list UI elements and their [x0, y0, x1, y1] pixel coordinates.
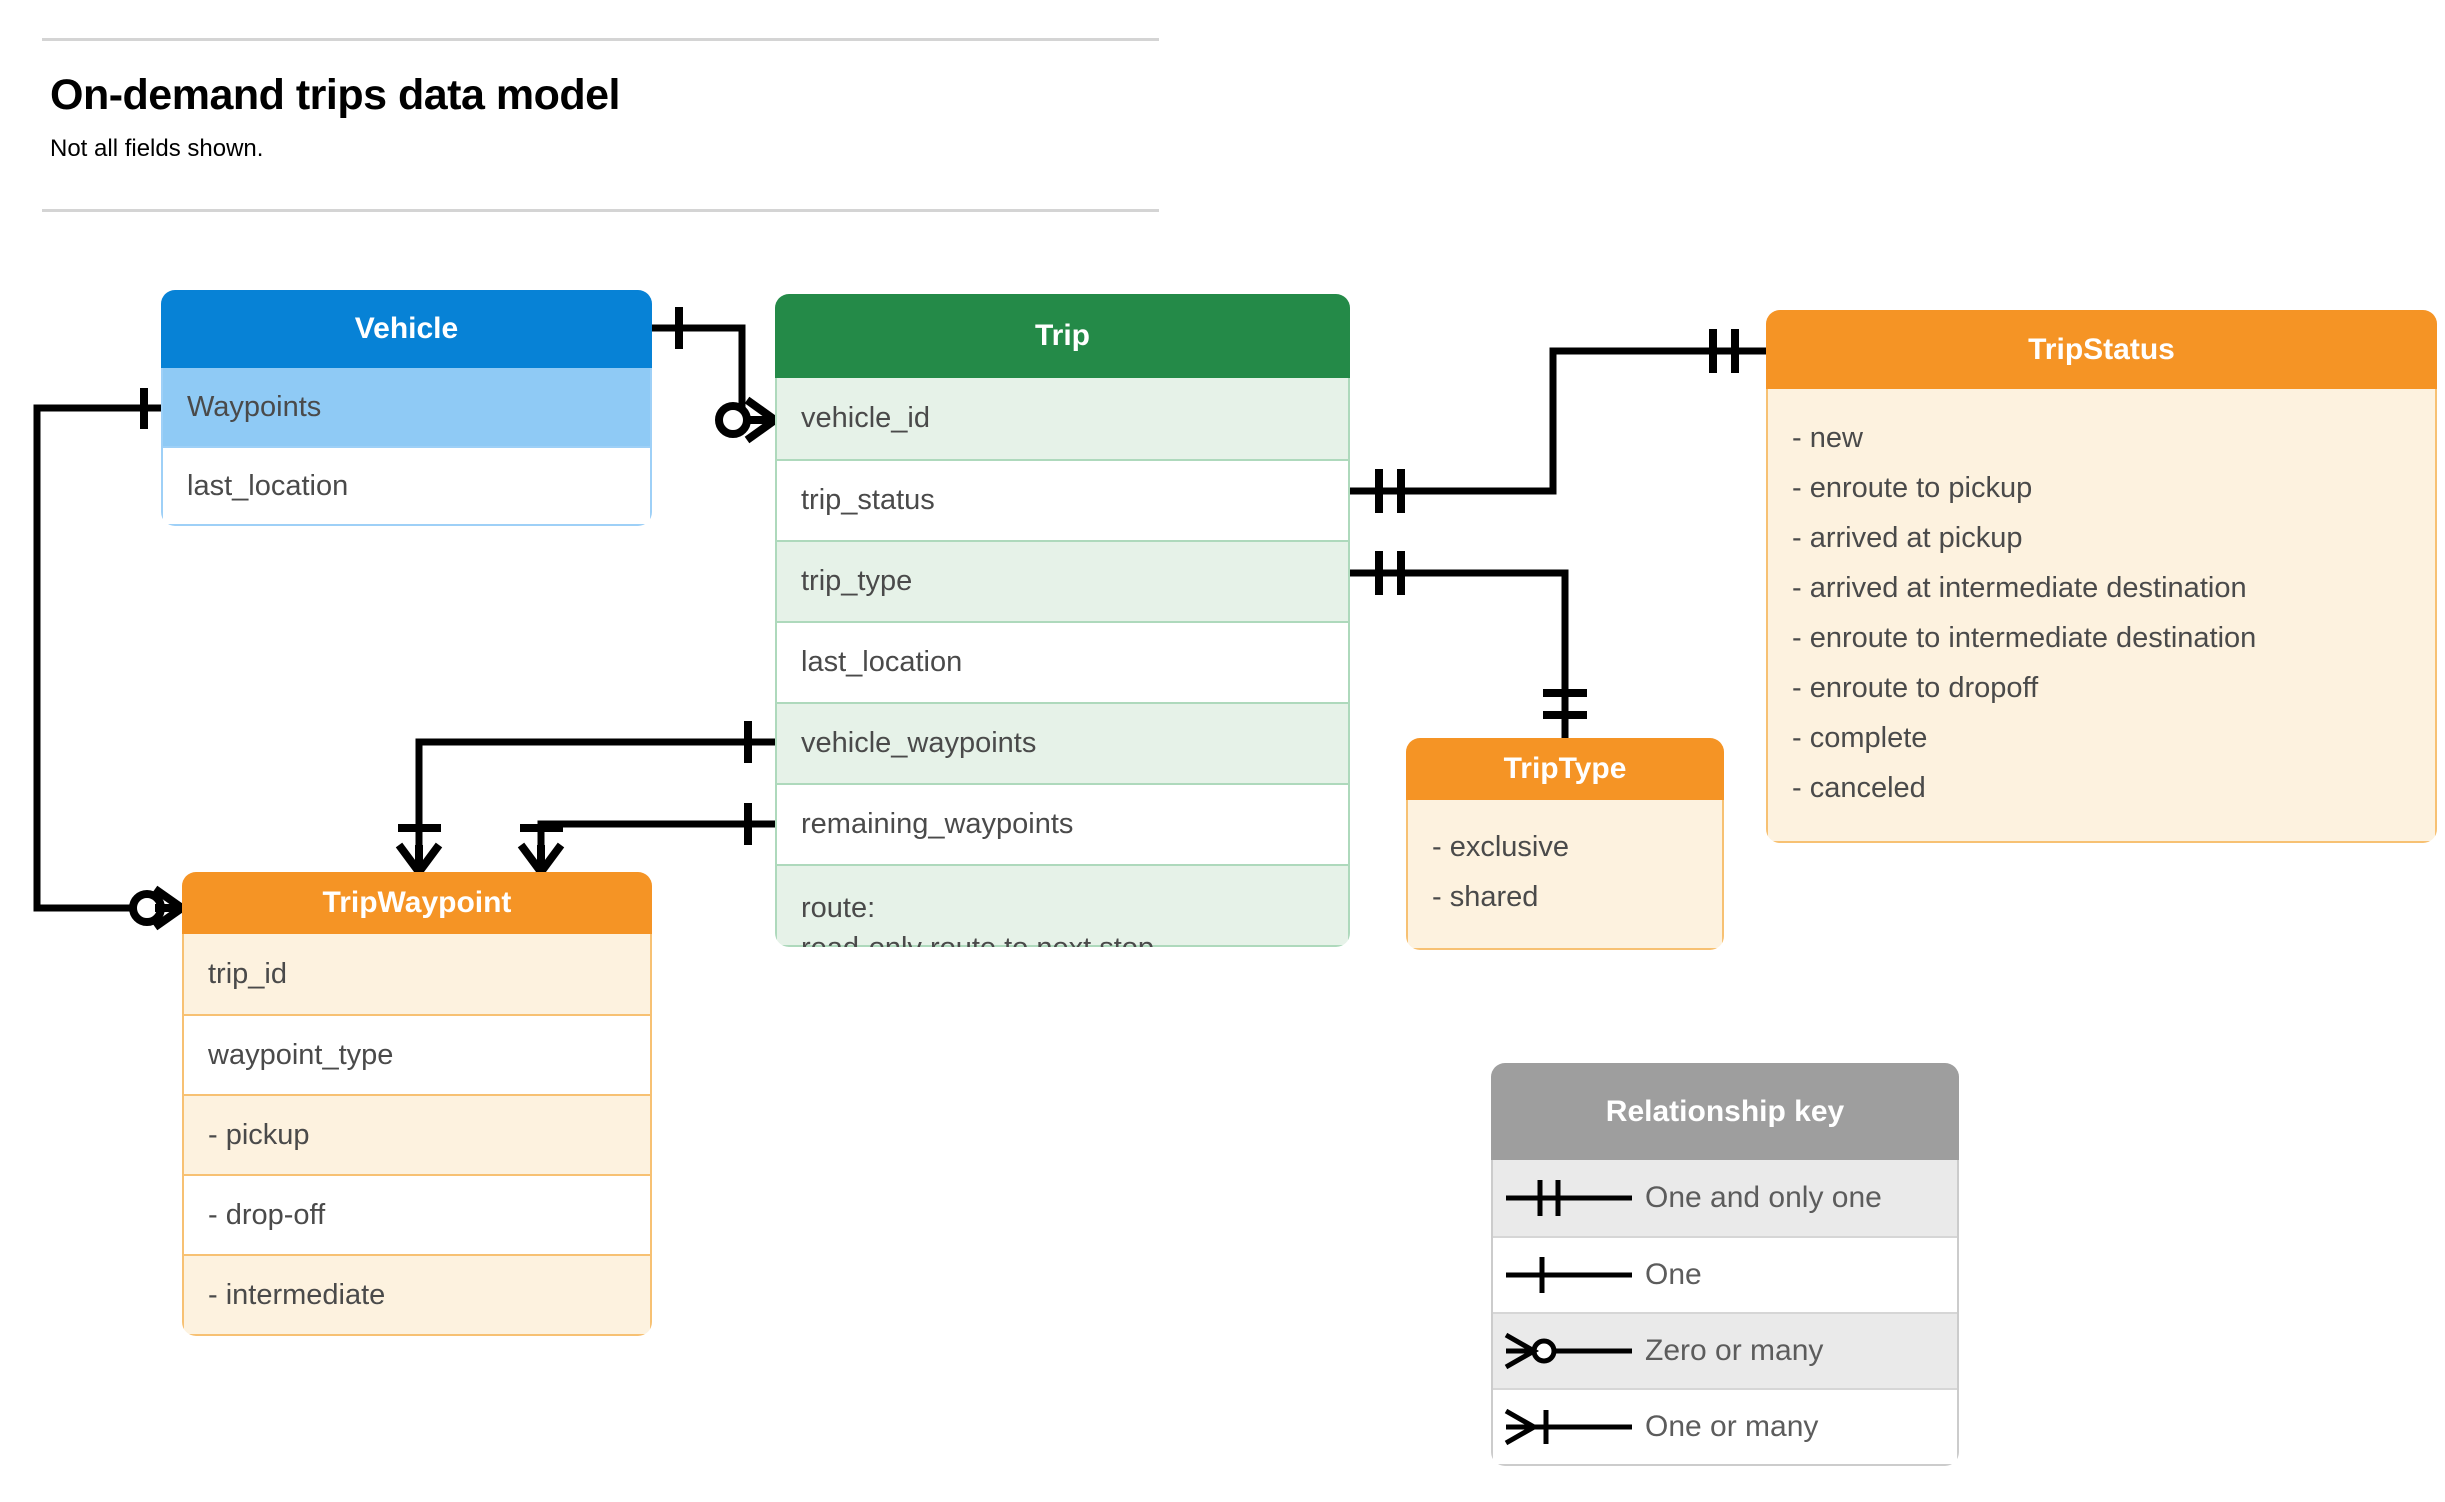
- wire-trip-triptype: [1350, 569, 1569, 738]
- enum-value: - exclusive: [1432, 831, 1569, 863]
- enum-value: - canceled: [1792, 772, 1926, 804]
- legend-label: One and only one: [1645, 1181, 1882, 1214]
- enum-value: - enroute to dropoff: [1792, 672, 2039, 704]
- page-subtitle: Not all fields shown.: [50, 135, 264, 162]
- relationship-key-title: Relationship key: [1491, 1063, 1959, 1160]
- field-row-route[interactable]: route: read-only route to next stop: [777, 864, 1348, 947]
- legend-label: One or many: [1645, 1410, 1819, 1443]
- header-divider-top: [42, 38, 1159, 41]
- field-row[interactable]: last_location: [163, 446, 650, 524]
- entity-trip[interactable]: Trip vehicle_id trip_status trip_type la…: [775, 294, 1350, 947]
- enum-value: - complete: [1792, 722, 1928, 754]
- entity-tripstatus-values: - new - enroute to pickup - arrived at p…: [1766, 389, 2437, 843]
- field-row[interactable]: - intermediate: [184, 1254, 650, 1334]
- entity-tripstatus[interactable]: TripStatus - new - enroute to pickup - a…: [1766, 310, 2437, 843]
- field-row[interactable]: trip_id: [184, 934, 650, 1014]
- entity-trip-fields: vehicle_id trip_status trip_type last_lo…: [775, 378, 1350, 947]
- field-row[interactable]: trip_status: [777, 459, 1348, 540]
- entity-vehicle-title: Vehicle: [161, 290, 652, 368]
- one-and-only-one-icon: [1493, 1176, 1645, 1220]
- field-row[interactable]: waypoint_type: [184, 1014, 650, 1094]
- entity-trip-title: Trip: [775, 294, 1350, 378]
- legend-row: One and only one: [1493, 1160, 1957, 1236]
- wire-trip-vehicle-waypoints: [415, 738, 775, 872]
- enum-value: - new: [1792, 422, 1863, 454]
- wire-vehicle-waypoints-tripwaypoint: [33, 404, 182, 912]
- field-row[interactable]: - drop-off: [184, 1174, 650, 1254]
- field-row[interactable]: last_location: [777, 621, 1348, 702]
- enum-value: - arrived at pickup: [1792, 522, 2023, 554]
- entity-vehicle-fields: Waypoints last_location: [161, 368, 652, 526]
- enum-value: - arrived at intermediate destination: [1792, 572, 2247, 604]
- zero-or-many-icon: [1493, 1329, 1645, 1373]
- one-icon: [1493, 1253, 1645, 1297]
- entity-vehicle[interactable]: Vehicle Waypoints last_location: [161, 290, 652, 526]
- enum-value: - enroute to intermediate destination: [1792, 622, 2257, 654]
- field-row[interactable]: Waypoints: [163, 368, 650, 446]
- relationship-key-rows: One and only one One: [1491, 1160, 1959, 1466]
- legend-label: Zero or many: [1645, 1334, 1824, 1367]
- entity-triptype-title: TripType: [1406, 738, 1724, 800]
- legend-row: One: [1493, 1236, 1957, 1312]
- wire-trip-remaining-waypoints: [537, 820, 775, 872]
- entity-tripwaypoint-title: TripWaypoint: [182, 872, 652, 934]
- field-row[interactable]: vehicle_waypoints: [777, 702, 1348, 783]
- field-row[interactable]: vehicle_id: [777, 378, 1348, 459]
- one-or-many-icon: [1493, 1405, 1645, 1449]
- relationship-key: Relationship key One and only one: [1491, 1063, 1959, 1466]
- field-row[interactable]: remaining_waypoints: [777, 783, 1348, 864]
- entity-tripwaypoint[interactable]: TripWaypoint trip_id waypoint_type - pic…: [182, 872, 652, 1336]
- entity-tripwaypoint-fields: trip_id waypoint_type - pickup - drop-of…: [182, 934, 652, 1336]
- field-row[interactable]: - pickup: [184, 1094, 650, 1174]
- header-divider-bottom: [42, 209, 1159, 212]
- legend-row: Zero or many: [1493, 1312, 1957, 1388]
- enum-value: - enroute to pickup: [1792, 472, 2033, 504]
- field-route-description: read-only route to next stop: [801, 928, 1348, 947]
- enum-value: - shared: [1432, 881, 1539, 913]
- legend-row: One or many: [1493, 1388, 1957, 1464]
- page-title: On-demand trips data model: [50, 71, 620, 119]
- entity-triptype-values: - exclusive - shared: [1406, 800, 1724, 950]
- legend-label: One: [1645, 1258, 1702, 1291]
- field-route-label: route:: [801, 892, 876, 924]
- entity-tripstatus-title: TripStatus: [1766, 310, 2437, 389]
- entity-triptype[interactable]: TripType - exclusive - shared: [1406, 738, 1724, 950]
- wire-trip-tripstatus: [1350, 347, 1766, 495]
- field-row[interactable]: trip_type: [777, 540, 1348, 621]
